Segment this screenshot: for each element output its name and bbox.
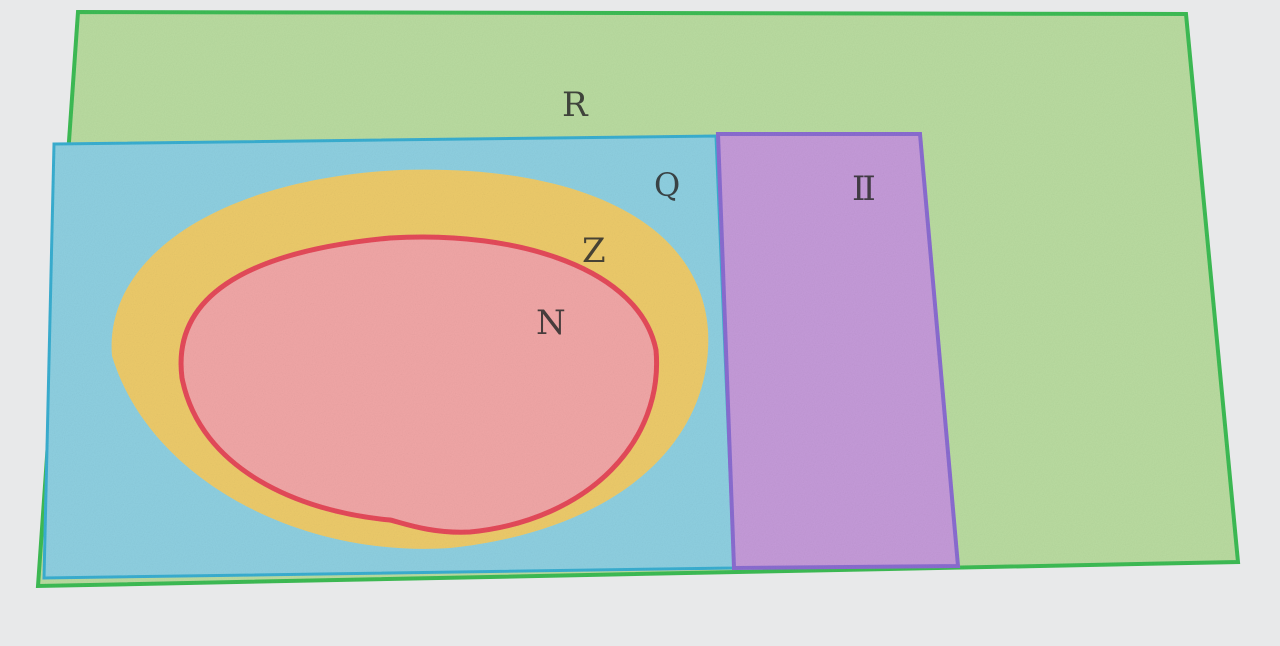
set-q-label: Q: [654, 166, 680, 204]
set-n-label: N: [536, 303, 566, 343]
set-ii-region: [715, 132, 961, 571]
set-z-label: Z: [582, 231, 606, 271]
set-r-label: R: [562, 85, 589, 125]
set-n-region: [178, 234, 660, 535]
set-ii-label: II: [852, 169, 874, 209]
